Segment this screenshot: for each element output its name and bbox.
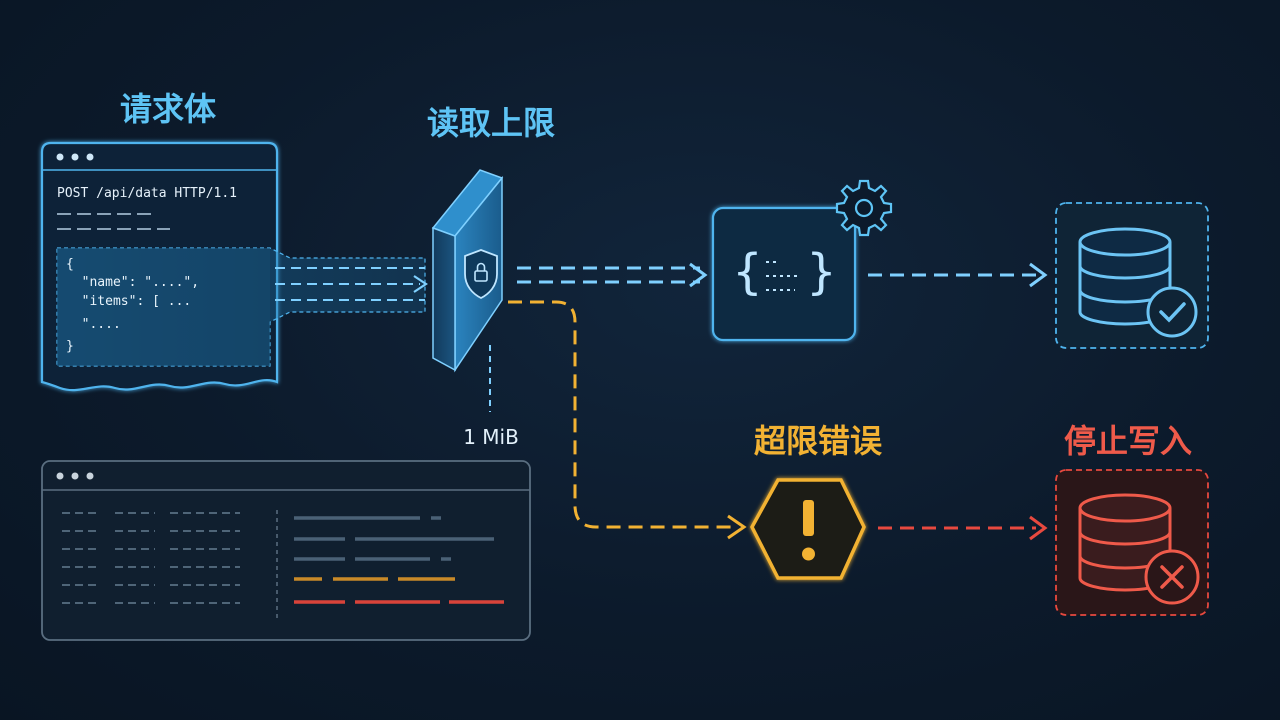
json-line: } — [66, 339, 74, 354]
window-dot — [86, 153, 94, 161]
database-x-icon — [1055, 469, 1209, 616]
request-line: POST /api/data HTTP/1.1 — [57, 186, 237, 201]
read-limit-title: 读取上限 — [427, 104, 555, 142]
request-body-title: 请求体 — [120, 90, 216, 128]
window-dot — [56, 153, 64, 161]
log-window — [41, 460, 531, 641]
json-line: "name": "....", — [66, 275, 199, 290]
window-dot — [56, 472, 64, 480]
window-dot — [71, 153, 79, 161]
overflow-arrow — [508, 300, 747, 540]
gear-icon — [835, 179, 893, 237]
request-window: POST /api/data HTTP/1.1 { "name": "...."… — [40, 141, 428, 392]
limit-size-label: 1 MiB — [463, 425, 519, 449]
shield-lock-icon — [464, 249, 498, 300]
limit-wall — [431, 169, 504, 373]
json-processor-icon: { } — [711, 206, 857, 342]
success-arrow — [517, 262, 708, 288]
database-check-icon — [1055, 202, 1209, 349]
overflow-error-title: 超限错误 — [754, 422, 883, 460]
json-line: ".... — [66, 317, 121, 332]
window-dot — [86, 472, 94, 480]
json-line: { — [66, 257, 74, 272]
svg-text:{: { — [733, 244, 762, 300]
window-dot — [71, 472, 79, 480]
log-left-lines — [62, 512, 240, 604]
log-right-lines — [294, 516, 504, 604]
json-line: "items": [ ... — [66, 294, 191, 309]
error-to-db-arrow — [878, 515, 1048, 541]
warning-hexagon-icon — [750, 478, 866, 580]
processor-to-db-arrow — [868, 262, 1048, 288]
stop-write-title: 停止写入 — [1064, 422, 1192, 460]
svg-text:}: } — [807, 244, 836, 300]
